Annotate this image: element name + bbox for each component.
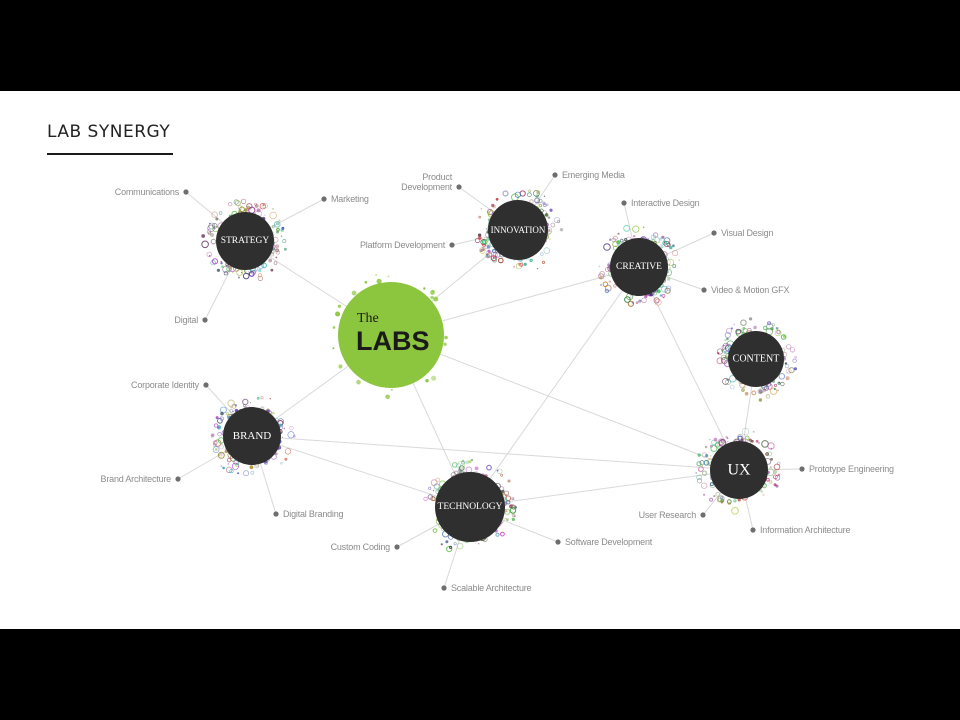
hub-label: STRATEGY bbox=[221, 236, 270, 246]
leaf-label: User Research bbox=[639, 510, 697, 520]
leaf-label: Brand Architecture bbox=[101, 474, 172, 484]
hub-label: TECHNOLOGY bbox=[438, 502, 503, 512]
connection-brand-technology bbox=[251, 435, 471, 508]
leaf-dot bbox=[321, 196, 327, 202]
leaf-label: Digital bbox=[174, 315, 198, 325]
leaf-label: Corporate Identity bbox=[131, 380, 200, 390]
hub-circle bbox=[216, 212, 274, 270]
leaf-dot bbox=[799, 466, 805, 472]
hub-circle bbox=[435, 472, 505, 542]
leaf-visual-design[interactable]: Visual Design bbox=[711, 228, 774, 238]
leaf-marketing[interactable]: Marketing bbox=[321, 194, 369, 204]
hub-technology[interactable]: TECHNOLOGY bbox=[435, 472, 505, 542]
hub-strategy[interactable]: STRATEGY bbox=[216, 212, 274, 270]
center-splatter bbox=[332, 273, 448, 400]
leaf-label: Emerging Media bbox=[562, 170, 625, 180]
leaf-brand-architecture[interactable]: Brand Architecture bbox=[101, 474, 181, 484]
title-underline bbox=[47, 153, 173, 155]
leaf-label: Platform Development bbox=[360, 240, 446, 250]
leaf-communications[interactable]: Communications bbox=[115, 187, 189, 197]
leaf-label: Interactive Design bbox=[631, 198, 700, 208]
center-circle bbox=[338, 282, 444, 388]
strategy-splatter bbox=[201, 198, 287, 281]
hub-brand[interactable]: BRAND bbox=[223, 407, 281, 465]
hub-circle bbox=[488, 200, 548, 260]
leaf-custom-coding[interactable]: Custom Coding bbox=[331, 542, 400, 552]
center-label-main: LABS bbox=[356, 326, 430, 356]
leaf-label: Software Development bbox=[565, 537, 653, 547]
leaf-label: Scalable Architecture bbox=[451, 583, 532, 593]
hub-label: BRAND bbox=[233, 430, 272, 442]
leaf-digital[interactable]: Digital bbox=[174, 315, 208, 325]
nodes-layer: STRATEGY INNOVATION CREATIVE CONTENT BRAND TE… bbox=[216, 200, 784, 542]
leaf-dot bbox=[552, 172, 558, 178]
leaf-label: Prototype Engineering bbox=[809, 464, 894, 474]
leaf-label: Digital Branding bbox=[283, 509, 344, 519]
leaf-dot bbox=[711, 230, 717, 236]
hub-label: CONTENT bbox=[733, 354, 780, 365]
leaf-label: Custom Coding bbox=[331, 542, 391, 552]
hub-content[interactable]: CONTENT bbox=[728, 331, 784, 387]
connection-center-ux bbox=[390, 334, 740, 471]
leaf-dot bbox=[701, 287, 707, 293]
leaf-corporate-identity[interactable]: Corporate Identity bbox=[131, 380, 209, 390]
leaf-user-research[interactable]: User Research bbox=[639, 510, 706, 520]
leaf-label: Information Architecture bbox=[760, 525, 850, 535]
leaf-dot bbox=[202, 317, 208, 323]
edges-layer bbox=[244, 229, 757, 508]
leaf-video-motion-gfx[interactable]: Video & Motion GFX bbox=[701, 285, 790, 295]
hub-label: UX bbox=[727, 462, 751, 479]
leaf-dot bbox=[203, 382, 209, 388]
leaf-dot bbox=[183, 189, 189, 195]
leaf-dot bbox=[175, 476, 181, 482]
leaf-dot bbox=[555, 539, 561, 545]
connection-creative-ux bbox=[638, 266, 740, 471]
leaf-platform-development[interactable]: Platform Development bbox=[360, 240, 455, 250]
leaf-software-development[interactable]: Software Development bbox=[555, 537, 653, 547]
connection-brand-ux bbox=[251, 435, 740, 471]
leaf-dot bbox=[449, 242, 455, 248]
leaf-interactive-design[interactable]: Interactive Design bbox=[621, 198, 700, 208]
slide-title: LAB SYNERGY bbox=[47, 122, 171, 142]
center-label-top: The bbox=[357, 311, 379, 326]
hub-label: CREATIVE bbox=[616, 262, 662, 272]
leaf-digital-branding[interactable]: Digital Branding bbox=[273, 509, 344, 519]
hub-circle bbox=[728, 331, 784, 387]
leaf-dot bbox=[750, 527, 756, 533]
leaf-dot bbox=[456, 184, 462, 190]
leaf-dot bbox=[621, 200, 627, 206]
leaf-prototype-engineering[interactable]: Prototype Engineering bbox=[799, 464, 894, 474]
leaf-dot bbox=[273, 511, 279, 517]
leaf-label: Communications bbox=[115, 187, 180, 197]
hub-circle bbox=[223, 407, 281, 465]
hub-circle bbox=[710, 441, 768, 499]
hub-circle bbox=[610, 238, 668, 296]
leaf-label: Marketing bbox=[331, 194, 369, 204]
leaf-dot bbox=[700, 512, 706, 518]
leaf-scalable-architecture[interactable]: Scalable Architecture bbox=[441, 583, 532, 593]
hub-label: INNOVATION bbox=[491, 225, 546, 235]
leaf-information-architecture[interactable]: Information Architecture bbox=[750, 525, 851, 535]
leaf-label: Video & Motion GFX bbox=[711, 285, 789, 295]
leaf-label: Visual Design bbox=[721, 228, 773, 238]
leaf-emerging-media[interactable]: Emerging Media bbox=[552, 170, 625, 180]
hub-ux[interactable]: UX bbox=[710, 441, 768, 499]
hub-creative[interactable]: CREATIVE bbox=[610, 238, 668, 296]
leaf-dot bbox=[441, 585, 447, 591]
hub-innovation[interactable]: INNOVATION bbox=[488, 200, 548, 260]
connection-technology-ux bbox=[469, 469, 740, 508]
leaf-dot bbox=[394, 544, 400, 550]
connection-creative-technology bbox=[469, 266, 640, 508]
